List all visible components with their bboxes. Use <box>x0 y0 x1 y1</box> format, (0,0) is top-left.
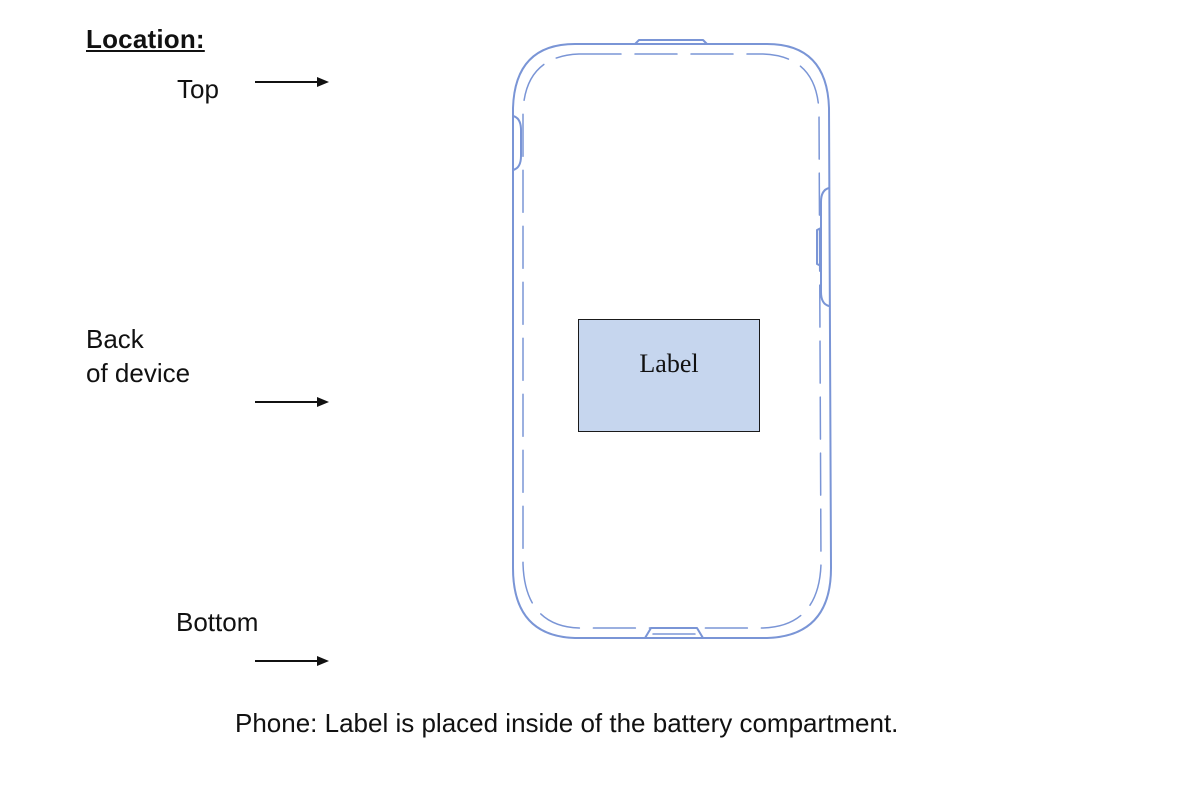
phone-outline-icon <box>512 39 832 639</box>
label-text: Label <box>639 349 699 378</box>
top-arrow-icon <box>255 77 329 87</box>
back-label-line1: Back <box>86 324 144 354</box>
back-arrow-icon <box>255 397 329 407</box>
bottom-arrow-icon <box>255 656 329 666</box>
back-label-line2: of device <box>86 358 191 388</box>
label-area: Label <box>578 319 760 432</box>
location-heading: Location: <box>86 24 205 54</box>
caption-text: Phone: Label is placed inside of the bat… <box>235 708 899 738</box>
bottom-label: Bottom <box>176 607 259 637</box>
back-of-device-label: Back of device <box>86 322 190 390</box>
top-label: Top <box>177 74 219 104</box>
